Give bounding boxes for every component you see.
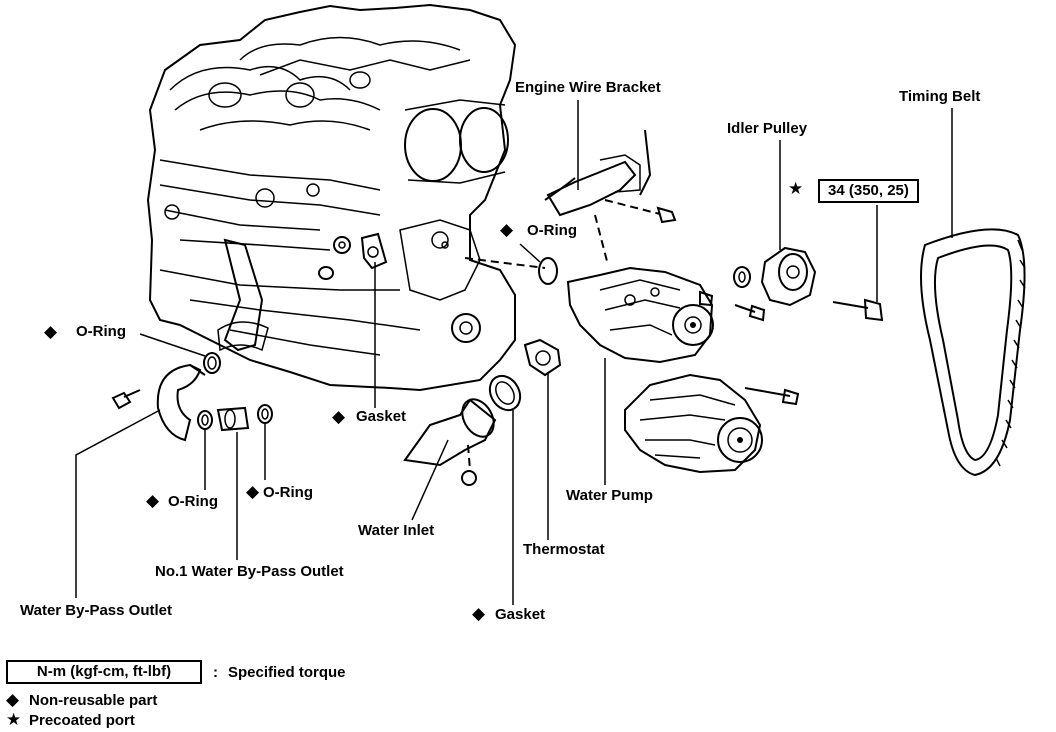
water-inlet-drawing bbox=[403, 398, 497, 486]
non-reusable-diamond-icon: ◆ bbox=[332, 407, 346, 427]
label-gasket-mid: Gasket bbox=[356, 408, 407, 425]
non-reusable-diamond-icon: ◆ bbox=[44, 322, 58, 342]
label-water-inlet: Water Inlet bbox=[358, 522, 435, 539]
label-timing-belt: Timing Belt bbox=[899, 88, 981, 105]
idler-pulley-drawing bbox=[733, 246, 884, 322]
legend-non-reusable: Non-reusable part bbox=[29, 692, 158, 709]
non-reusable-diamond-icon: ◆ bbox=[246, 482, 260, 502]
label-gasket-bottom: Gasket bbox=[495, 606, 546, 623]
label-idler-pulley: Idler Pulley bbox=[727, 120, 808, 137]
leader-lines bbox=[75, 100, 953, 605]
engine-wire-bracket-drawing bbox=[544, 129, 677, 266]
legend-colon: : bbox=[213, 664, 218, 681]
label-thermostat: Thermostat bbox=[523, 541, 605, 558]
thermostat-drawing bbox=[523, 338, 562, 377]
timing-belt-drawing bbox=[920, 228, 1026, 477]
alternator-drawing bbox=[624, 373, 800, 474]
label-o-ring-mid1: O-Ring bbox=[168, 493, 218, 510]
non-reusable-diamond-icon: ◆ bbox=[472, 604, 486, 624]
label-o-ring-left: O-Ring bbox=[76, 323, 126, 340]
legend-star-icon: ★ bbox=[6, 710, 22, 730]
torque-spec-box: 34 (350, 25) bbox=[818, 179, 919, 203]
engine-block bbox=[146, 3, 517, 392]
precoated-star-icon: ★ bbox=[788, 179, 804, 199]
non-reusable-diamond-icon: ◆ bbox=[146, 491, 160, 511]
legend-diamond-icon: ◆ bbox=[6, 690, 20, 710]
label-water-pump: Water Pump bbox=[566, 487, 653, 504]
water-pump-drawing bbox=[464, 257, 714, 364]
legend-specified-torque: Specified torque bbox=[228, 664, 346, 681]
gasket-ring-drawing bbox=[488, 374, 522, 412]
label-water-bypass-outlet: Water By-Pass Outlet bbox=[20, 602, 172, 619]
label-o-ring-top: O-Ring bbox=[527, 222, 577, 239]
legend-torque-box: N-m (kgf-cm, ft-lbf) bbox=[6, 660, 202, 684]
bypass-pipe-drawing bbox=[111, 352, 273, 442]
label-o-ring-mid2: O-Ring bbox=[263, 484, 313, 501]
label-no1-water-bypass-outlet: No.1 Water By-Pass Outlet bbox=[155, 563, 344, 580]
non-reusable-diamond-icon: ◆ bbox=[500, 220, 514, 240]
label-engine-wire-bracket: Engine Wire Bracket bbox=[515, 79, 661, 96]
legend-precoated: Precoated port bbox=[29, 712, 135, 729]
